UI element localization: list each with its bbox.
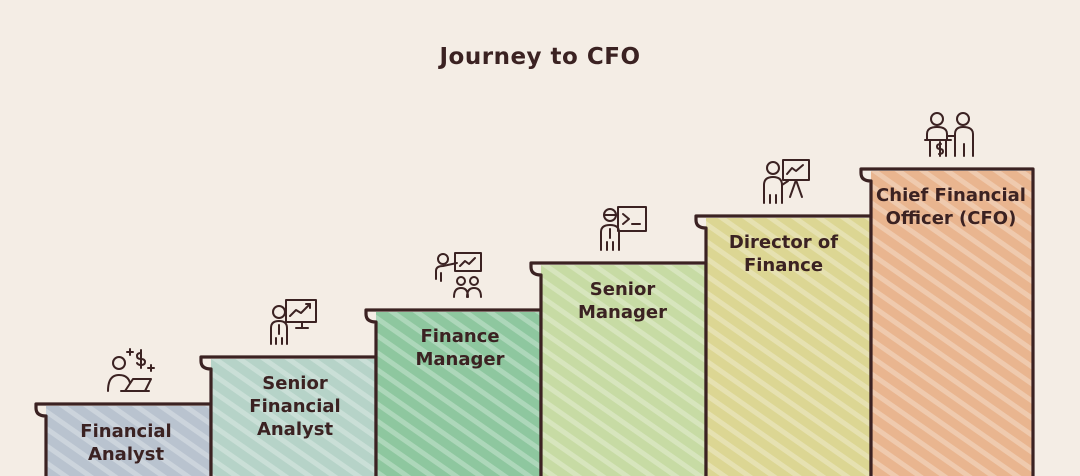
step-label-senior-financial-analyst: Senior Financial Analyst [249, 373, 341, 440]
manager-terminal-icon [600, 206, 647, 251]
step-senior-financial-analyst [199, 355, 378, 476]
step-cfo [859, 167, 1035, 476]
step-outline [529, 261, 708, 476]
director-board-icon [763, 159, 810, 204]
step-outline [34, 402, 213, 476]
step-outline [199, 355, 378, 476]
step-label-financial-analyst: Financial Analyst [80, 421, 172, 465]
presenter-chart-icon [270, 299, 317, 345]
step-label-cfo: Chief Financial Officer (CFO) [876, 185, 1026, 229]
step-label-director-of-finance: Director of Finance [728, 232, 839, 276]
step-hatch [211, 359, 376, 476]
step-label-finance-manager: Finance Manager [415, 326, 505, 370]
step-director-of-finance [694, 214, 873, 476]
step-senior-manager [529, 261, 708, 476]
step-hatch [376, 312, 541, 476]
step-label-senior-manager: Senior Manager [578, 279, 667, 323]
step-outline [694, 214, 873, 476]
analyst-laptop-dollar-icon [107, 348, 155, 392]
step-hatch [871, 171, 1033, 476]
step-outline [364, 308, 543, 476]
step-hatch [46, 406, 211, 476]
step-finance-manager [364, 308, 543, 476]
step-hatch [541, 265, 706, 476]
cfo-handshake-icon [924, 112, 974, 157]
manager-team-icon [435, 252, 482, 298]
step-outline [859, 167, 1035, 476]
step-hatch [706, 218, 871, 476]
diagram-title: Journey to CFO [439, 44, 641, 70]
step-financial-analyst [34, 402, 213, 476]
